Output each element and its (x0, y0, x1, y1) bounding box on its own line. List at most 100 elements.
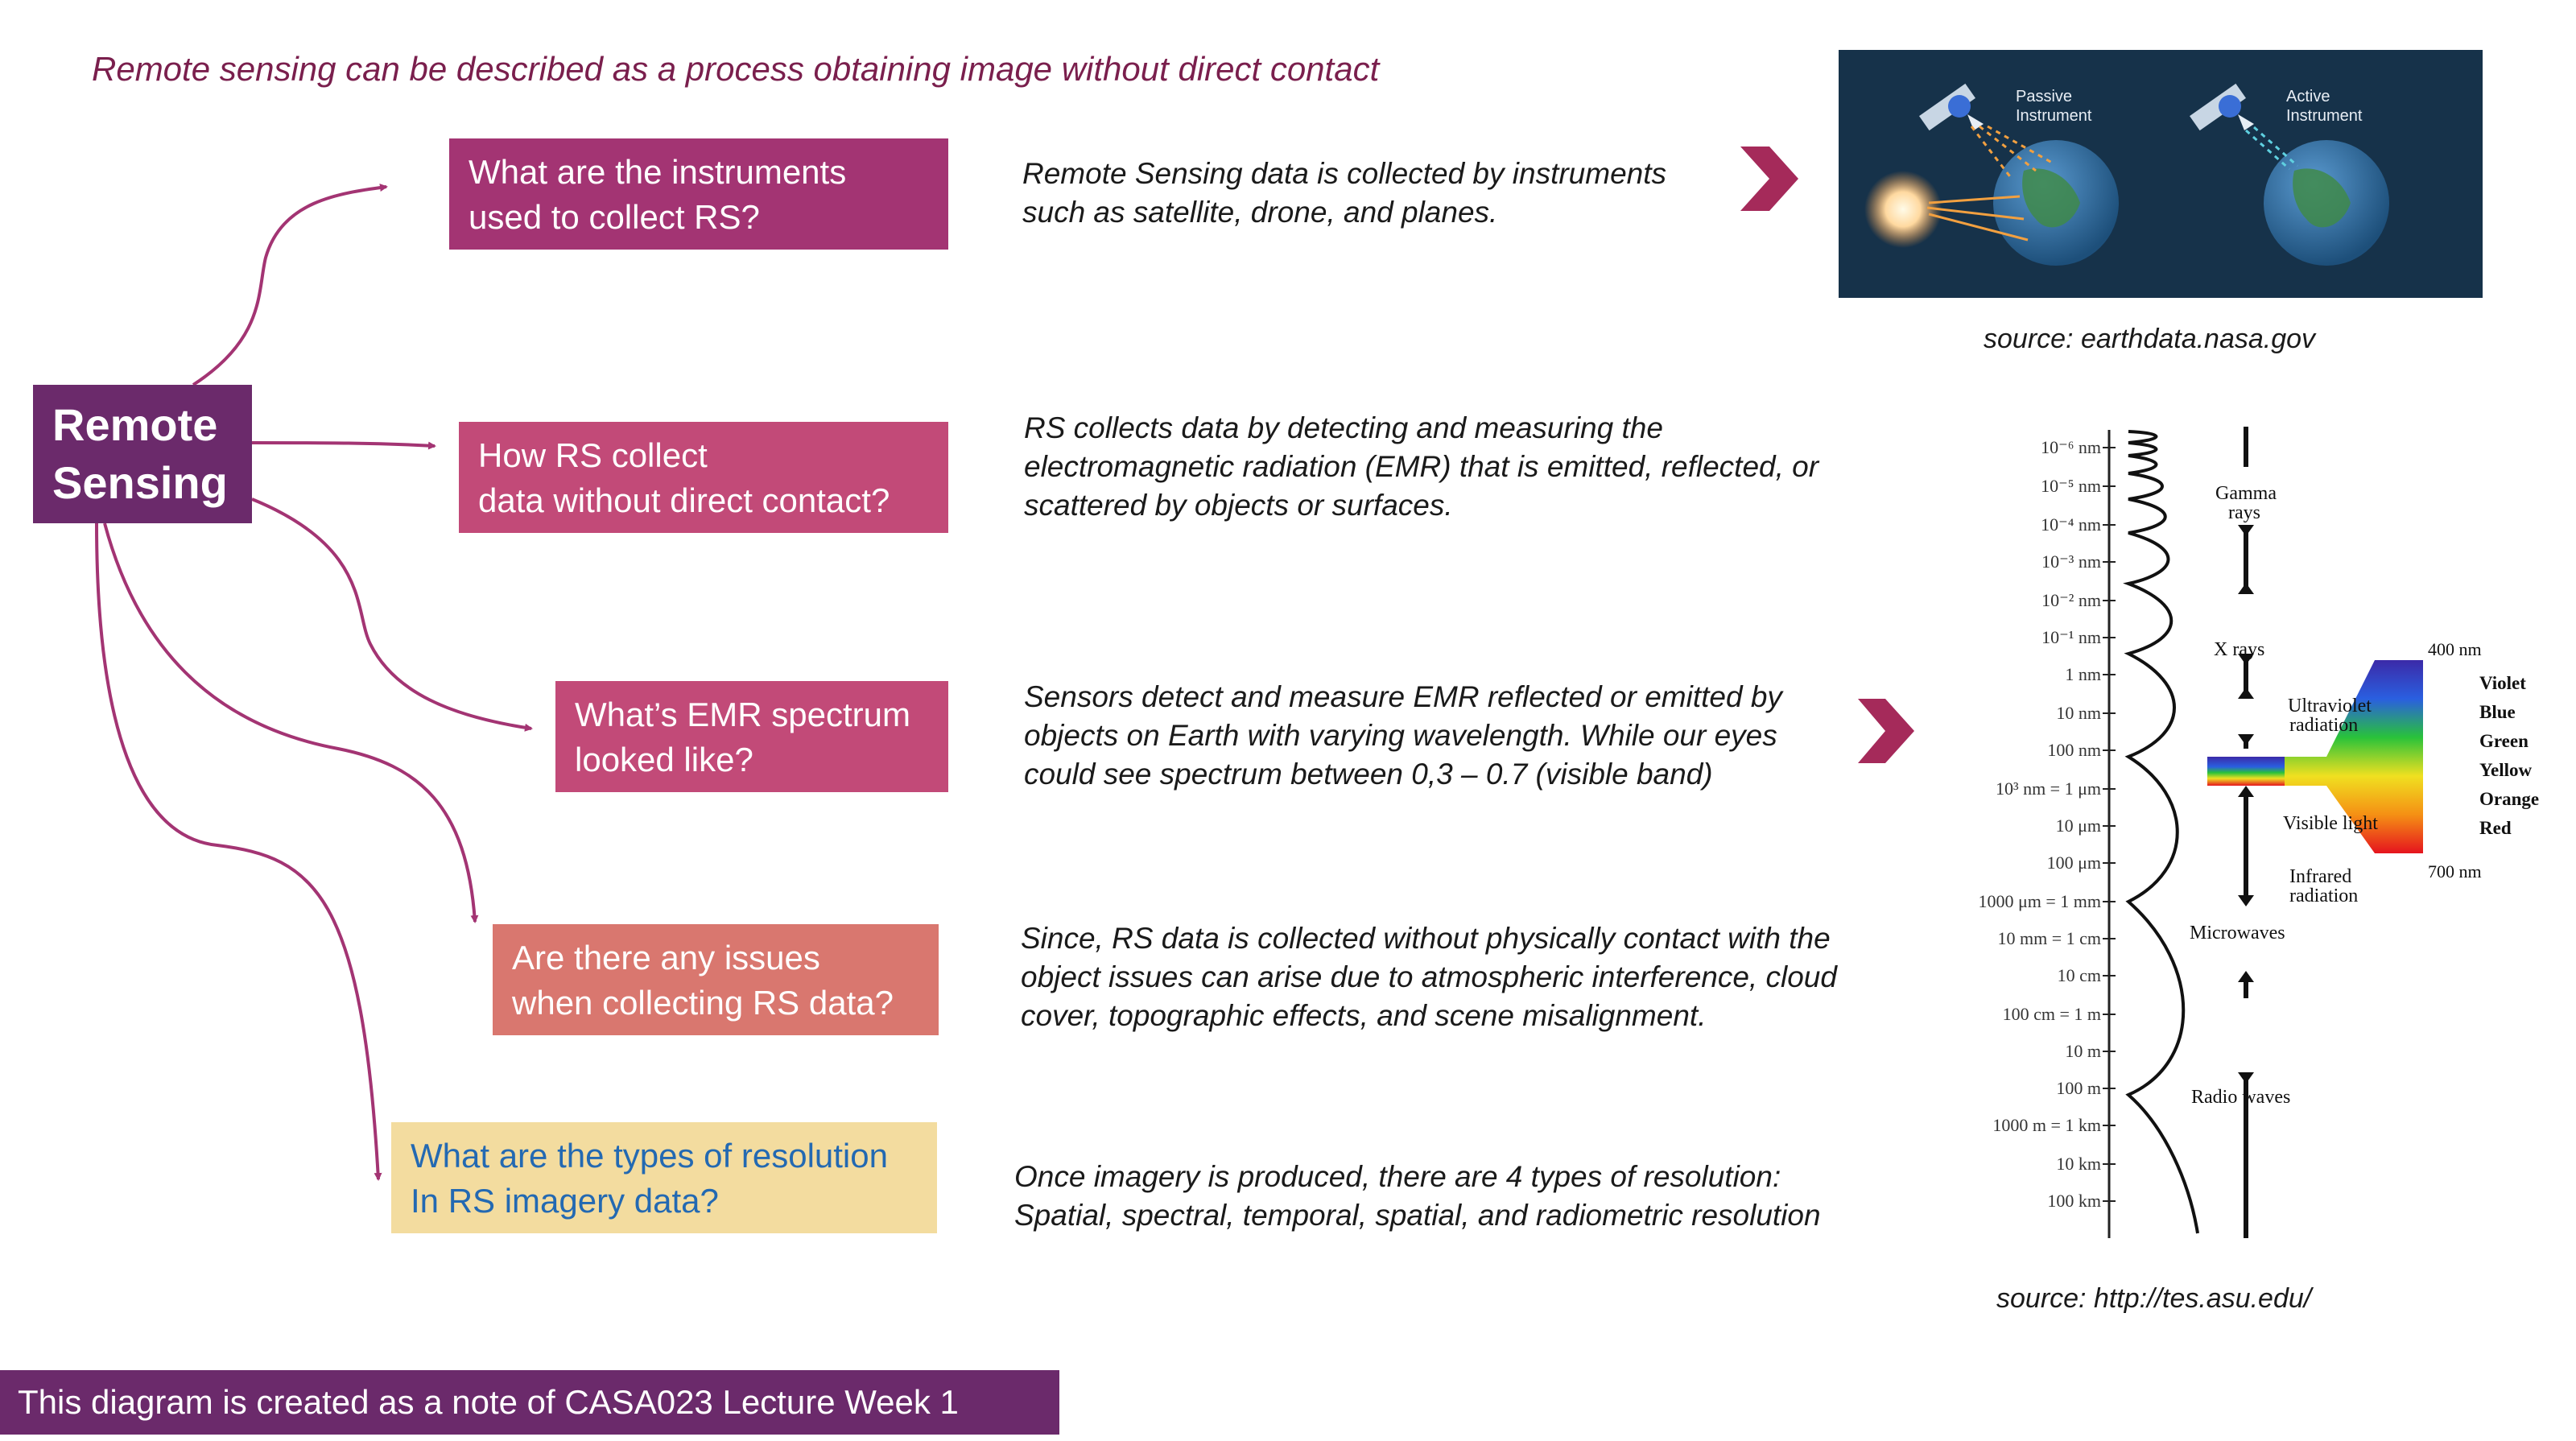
answer-4-line3: cover, topographic effects, and scene mi… (1021, 999, 1707, 1032)
answer-2-line3: scattered by objects or surfaces. (1024, 489, 1453, 522)
satellite-icon-active (2190, 83, 2254, 131)
tick-label: 10⁻⁵ nm (2041, 476, 2101, 496)
tick-label: 10⁻¹ nm (2041, 627, 2101, 647)
tick-label: 1000 m = 1 km (1992, 1115, 2101, 1135)
root-label-line2: Sensing (52, 457, 228, 508)
band-label-uv: radiation (2289, 715, 2358, 736)
color-label: Green (2479, 731, 2529, 751)
answer-4-line2: object issues can arise due to atmospher… (1021, 960, 1837, 993)
tick-label: 10 nm (2056, 703, 2101, 723)
answer-emr-collection: RS collects data by detecting and measur… (1024, 409, 1818, 525)
visible-spectrum-fan (2285, 660, 2423, 853)
chevron-right-icon (1740, 147, 1798, 211)
answer-instruments: Remote Sensing data is collected by inst… (1022, 155, 1666, 232)
tick-label: 10⁻⁶ nm (2041, 437, 2101, 457)
band-label-gamma: rays (2228, 502, 2260, 523)
question-2-line1: How RS collect (478, 436, 708, 474)
tick-label: 100 μm (2047, 853, 2101, 873)
passive-active-instrument-image: Passive Instrument Active Instrument (1839, 50, 2483, 298)
answer-5-line1: Once imagery is produced, there are 4 ty… (1014, 1160, 1781, 1193)
band-label-xrays: X rays (2214, 639, 2264, 660)
passive-label-line1: Passive (2016, 88, 2073, 105)
source-tes-asu: source: http://tes.asu.edu/ (1996, 1283, 2312, 1314)
question-box-instruments: What are the instruments used to collect… (449, 138, 948, 250)
footer-note: This diagram is created as a note of CAS… (0, 1370, 1059, 1435)
answer-3-line2: objects on Earth with varying wavelength… (1024, 719, 1777, 752)
tick-label: 10 mm = 1 cm (1997, 928, 2101, 948)
band-arrows (2238, 525, 2254, 1084)
answer-5-line2: Spatial, spectral, temporal, spatial, an… (1014, 1199, 1821, 1232)
tick-label: 100 nm (2047, 740, 2101, 760)
arrow-to-question-1 (192, 184, 388, 386)
passive-label-line2: Instrument (2016, 107, 2092, 125)
axis-ticks (2103, 447, 2116, 1202)
question-1-line1: What are the instruments (469, 153, 847, 191)
band-label-ir: radiation (2289, 886, 2358, 906)
arrow-to-question-2 (251, 441, 436, 450)
tick-label: 100 cm = 1 m (2003, 1004, 2101, 1024)
band-label-gamma: Gamma (2215, 483, 2277, 504)
question-3-line2: looked like? (575, 741, 753, 778)
answer-resolution: Once imagery is produced, there are 4 ty… (1014, 1158, 1821, 1235)
active-label-line2: Instrument (2286, 107, 2363, 125)
satellite-icon-passive (1919, 83, 1984, 131)
answer-2-line2: electromagnetic radiation (EMR) that is … (1024, 450, 1819, 483)
tick-label: 100 km (2047, 1191, 2101, 1211)
visible-range-labels: 400 nm 700 nm (2428, 639, 2482, 882)
answer-2-line1: RS collects data by detecting and measur… (1024, 411, 1663, 444)
visible-top-label: 400 nm (2428, 639, 2482, 659)
tick-label: 1 nm (2065, 664, 2101, 684)
answer-issues: Since, RS data is collected without phys… (1021, 919, 1837, 1035)
arrow-to-question-5 (95, 522, 382, 1181)
answer-emr-spectrum: Sensors detect and measure EMR reflected… (1024, 678, 1782, 794)
color-labels: Violet Blue Green Yellow Orange Red (2479, 673, 2539, 838)
diagram-heading: Remote sensing can be described as a pro… (92, 50, 1380, 88)
question-1-line2: used to collect RS? (469, 198, 760, 236)
sun-icon (1864, 171, 1942, 248)
answer-1-line1: Remote Sensing data is collected by inst… (1022, 157, 1667, 190)
arrow-to-question-4 (103, 522, 479, 923)
question-box-issues: Are there any issues when collecting RS … (493, 924, 939, 1035)
chevron-right-icon (1858, 699, 1914, 763)
tick-label: 10 km (2056, 1154, 2101, 1174)
emr-spectrum-illustration: 10⁻⁶ nm 10⁻⁵ nm 10⁻⁴ nm 10⁻³ nm 10⁻² nm … (1978, 427, 2539, 1238)
tick-label: 10 cm (2058, 965, 2101, 985)
band-labels: Gamma rays X rays Ultraviolet radiation … (2190, 483, 2378, 1108)
wave-icon (2123, 430, 2199, 1234)
tick-label: 10 m (2065, 1041, 2101, 1061)
visible-band-strip (2207, 757, 2285, 786)
tick-label: 10⁻² nm (2041, 590, 2101, 610)
question-5-line1: What are the types of resolution (411, 1137, 888, 1175)
question-2-line2: data without direct contact? (478, 481, 890, 519)
answer-1-line2: such as satellite, drone, and planes. (1022, 196, 1498, 229)
answer-4-line1: Since, RS data is collected without phys… (1021, 922, 1831, 955)
passive-instrument-label: Passive Instrument (2016, 87, 2091, 126)
active-instrument-label: Active Instrument (2286, 87, 2362, 126)
band-label-micro: Microwaves (2190, 923, 2285, 943)
question-4-line2: when collecting RS data? (512, 984, 894, 1022)
source-earthdata: source: earthdata.nasa.gov (1984, 324, 2316, 354)
instrument-illustration (1864, 83, 2389, 266)
arrow-to-question-3 (251, 498, 533, 732)
band-label-visible: Visible light (2283, 813, 2378, 834)
band-label-uv: Ultraviolet (2288, 696, 2372, 716)
active-label-line1: Active (2286, 88, 2330, 105)
color-label: Red (2479, 818, 2512, 838)
tick-label: 100 m (2056, 1078, 2101, 1098)
question-box-resolution: What are the types of resolution In RS i… (391, 1122, 937, 1233)
question-4-line1: Are there any issues (512, 939, 820, 976)
color-label: Blue (2479, 702, 2516, 722)
root-node-remote-sensing: Remote Sensing (33, 385, 252, 523)
band-label-radio: Radio waves (2191, 1087, 2290, 1108)
color-label: Violet (2479, 673, 2526, 693)
question-5-line2: In RS imagery data? (411, 1182, 719, 1220)
band-label-ir: Infrared (2289, 866, 2351, 887)
tick-labels: 10⁻⁶ nm 10⁻⁵ nm 10⁻⁴ nm 10⁻³ nm 10⁻² nm … (1978, 437, 2101, 1211)
tick-label: 10³ nm = 1 μm (1996, 778, 2101, 799)
color-label: Orange (2479, 789, 2539, 809)
answer-3-line1: Sensors detect and measure EMR reflected… (1024, 680, 1782, 713)
color-label: Yellow (2479, 760, 2533, 780)
answer-3-line3: could see spectrum between 0,3 – 0.7 (vi… (1024, 758, 1713, 791)
tick-label: 10 μm (2056, 815, 2101, 836)
